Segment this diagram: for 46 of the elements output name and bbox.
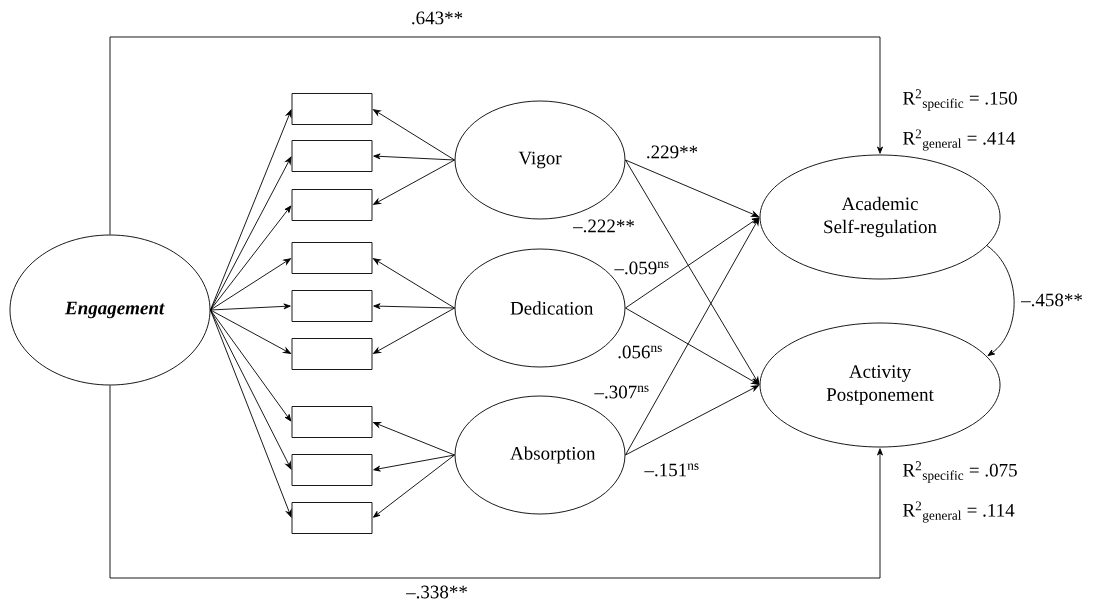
arrow (373, 109, 455, 161)
arrow (373, 422, 455, 456)
r-squared-label: R$^{2}$$_{general}$ = .414 (903, 129, 1016, 151)
arrow (210, 309, 292, 518)
arrow (373, 454, 455, 472)
arrow (373, 153, 455, 161)
arrow (373, 159, 455, 205)
indicator-box (291, 242, 373, 274)
arrow (373, 307, 455, 354)
arrow (625, 159, 760, 385)
indicator-box (291, 189, 373, 221)
indicator-box (291, 406, 373, 438)
arrow (625, 385, 759, 456)
arrow (210, 303, 291, 311)
edge-label: –.458** (1021, 293, 1082, 307)
arrow (373, 303, 455, 310)
edge-label: –.059$^{ns}$ (614, 261, 669, 275)
arrow (109, 385, 883, 579)
edge-label: –.151$^{ns}$ (644, 463, 699, 477)
arrow (625, 159, 759, 217)
arrow (210, 309, 291, 354)
indicator-box (291, 502, 373, 534)
indicator-box (291, 93, 373, 125)
indicator-box (291, 338, 373, 370)
edge-label: .643** (412, 11, 463, 25)
arrow (373, 258, 455, 309)
arrow (625, 307, 759, 385)
indicator-box (291, 454, 373, 486)
arrow (210, 309, 292, 422)
arrow (373, 454, 455, 518)
edge-label: .056$^{ns}$ (618, 345, 662, 359)
edge-label: –.338** (406, 585, 467, 599)
arrow (986, 245, 1015, 357)
r-squared-label: R$^{2}$$_{general}$ = .114 (903, 501, 1015, 523)
indicator-box (291, 140, 373, 172)
arrow (210, 156, 292, 311)
arrow (625, 217, 760, 456)
arrow (625, 217, 759, 309)
r-squared-label: R$^{2}$$_{specific}$ = .150 (903, 89, 1017, 111)
edge-label: .229** (647, 145, 698, 159)
arrow (109, 36, 883, 235)
indicator-box (291, 290, 373, 322)
r-squared-label: R$^{2}$$_{specific}$ = .075 (903, 461, 1017, 483)
edge-label: –.222** (573, 219, 634, 233)
arrow (210, 205, 292, 311)
arrow (210, 258, 291, 311)
